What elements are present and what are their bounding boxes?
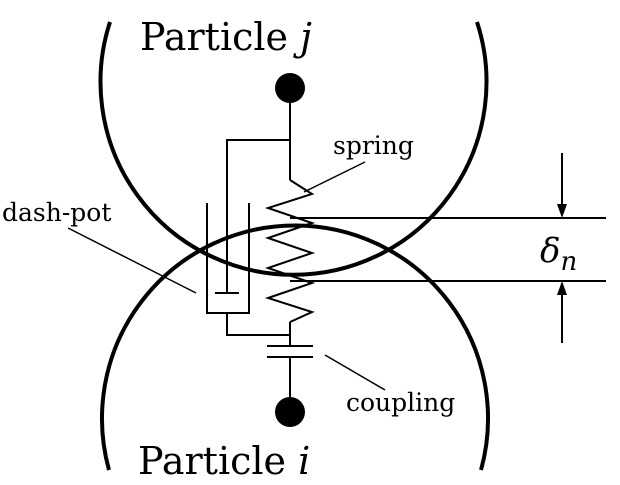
spring-leader <box>303 161 366 193</box>
overlap-label: δn <box>540 231 577 277</box>
particle-j-label: Particle j <box>140 15 312 59</box>
particle-j-outline <box>98 21 489 277</box>
particle-i-outline <box>100 223 490 471</box>
overlap-arrow-down <box>557 204 567 218</box>
dashpot-leader <box>67 227 197 294</box>
coupling-leader <box>324 354 386 391</box>
spring-label: spring <box>333 131 414 160</box>
particle-j-center <box>275 73 305 103</box>
overlap-indicator <box>290 153 606 343</box>
particle-i-center <box>275 397 305 427</box>
dashpot-element <box>206 139 290 336</box>
particle-i-label: Particle i <box>138 439 310 483</box>
coupling-label: coupling <box>346 388 455 417</box>
overlap-arrow-up <box>557 281 567 295</box>
dashpot-label: dash-pot <box>2 198 111 227</box>
